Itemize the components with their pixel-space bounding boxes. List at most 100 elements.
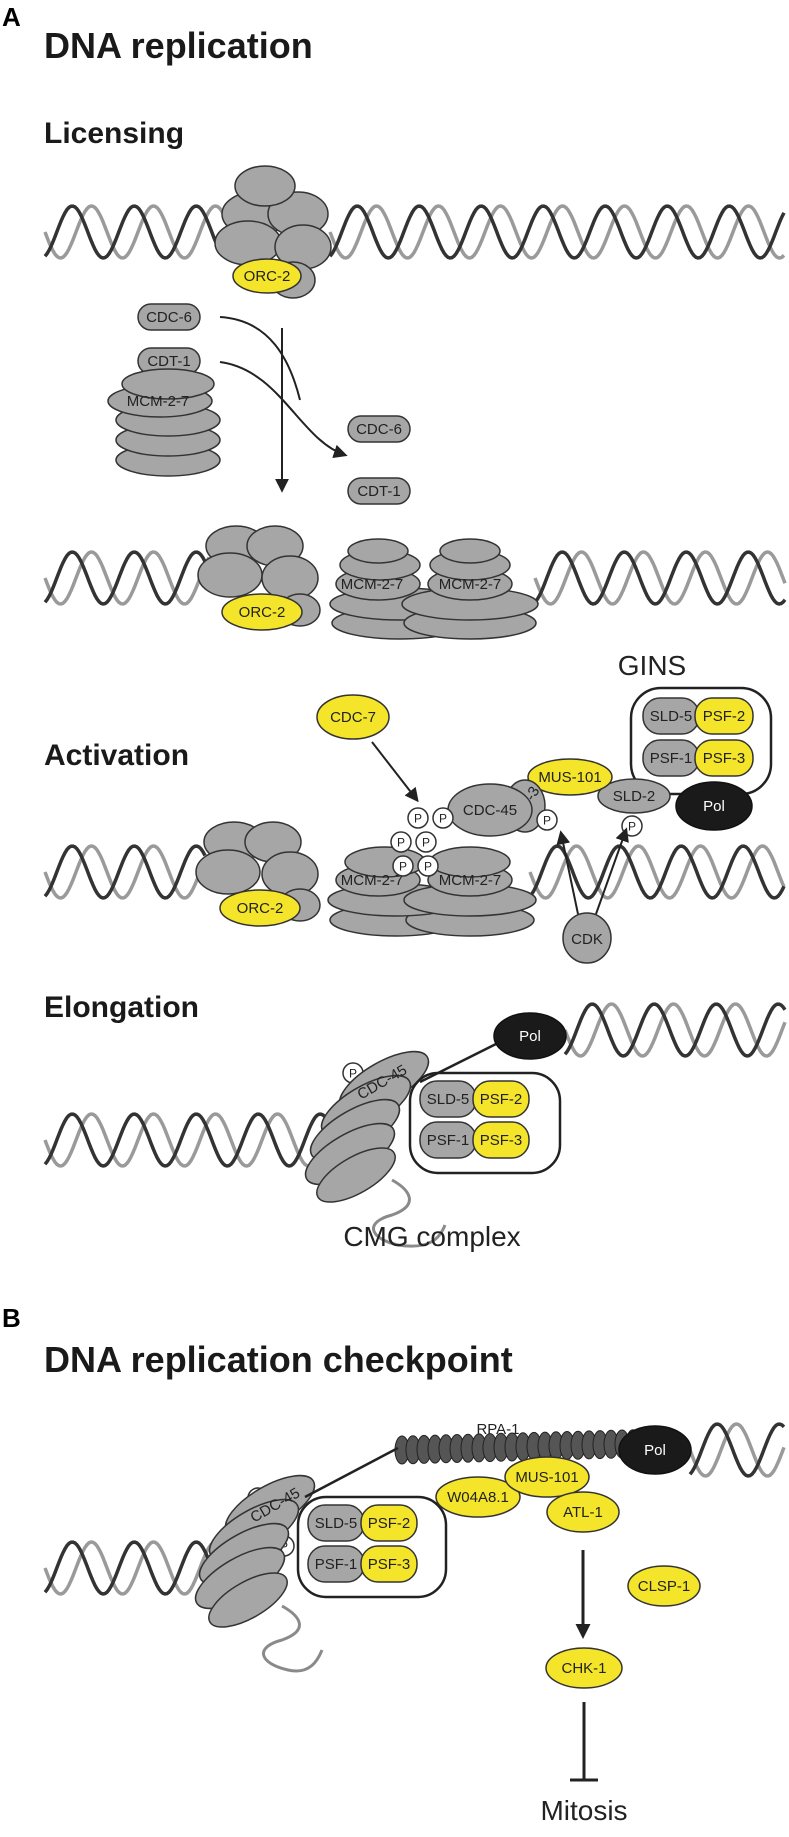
gins-label: GINS <box>618 650 686 681</box>
licensing-heading: Licensing <box>44 117 184 150</box>
orc2-label: ORC-2 <box>244 268 291 285</box>
mcm-double-hexamer-licensed: MCM-2-7 MCM-2-7 <box>329 538 539 640</box>
mitosis-label: Mitosis <box>540 1795 627 1826</box>
cdc7-label: CDC-7 <box>330 709 376 726</box>
phosphate-icon: P <box>536 809 558 831</box>
chk1-label: CHK-1 <box>561 1660 606 1677</box>
inhibition-bar-icon <box>570 1702 598 1782</box>
cdc45-label: CDC-45 <box>463 802 517 819</box>
sld5-label: SLD-5 <box>650 708 693 725</box>
phosphate-label: P <box>424 860 432 874</box>
pol-checkpoint-label: Pol <box>644 1442 666 1459</box>
dna-licensed-left-strand-dark <box>43 550 211 606</box>
cdt1-label: CDT-1 <box>147 353 190 370</box>
orc-complex-licensed: ORC-2 <box>197 525 321 631</box>
phosphate-icon: P <box>415 831 437 853</box>
clsp1-protein: CLSP-1 <box>627 1565 701 1607</box>
dna-activation-right-strand-light <box>528 844 786 900</box>
w04a8-protein: W04A8.1 <box>435 1476 521 1518</box>
mcm-right-activation-label: MCM-2-7 <box>439 872 502 889</box>
phosphate-icon: P <box>390 831 412 853</box>
mus101-activation: MUS-101 <box>527 758 613 796</box>
cmg-complex-elongation: CDC-45 SLD-5 PSF-1 PSF-2 PSF-3 <box>304 1036 562 1248</box>
cdc45-activation: CDC-45 <box>447 783 533 837</box>
clsp1-label: CLSP-1 <box>638 1578 691 1595</box>
panel-b-letter: B <box>2 1303 21 1333</box>
pol-activation: Pol <box>675 781 753 831</box>
pol-checkpoint: Pol <box>618 1425 692 1475</box>
sld5-checkpoint-label: SLD-5 <box>315 1515 358 1532</box>
dna-licensing-left-strand-light <box>43 204 225 260</box>
phosphate-label: P <box>399 860 407 874</box>
orc2-activation-label: ORC-2 <box>237 900 284 917</box>
cdc6-released-label: CDC-6 <box>356 421 402 438</box>
psf3-label: PSF-3 <box>703 750 746 767</box>
gins-complex: SLD-5 PSF-1 PSF-2 PSF-3 <box>629 686 773 796</box>
dna-helix-layer <box>43 204 787 1596</box>
mus101-checkpoint-label: MUS-101 <box>515 1469 578 1486</box>
dna-activation-right-strand-dark <box>528 844 786 900</box>
cdk-kinase: CDK <box>562 912 612 964</box>
mcm-left-activation-label: MCM-2-7 <box>341 872 404 889</box>
mus101-label: MUS-101 <box>538 769 601 786</box>
chk1-kinase: CHK-1 <box>545 1647 623 1689</box>
psf3-checkpoint-label: PSF-3 <box>368 1556 411 1573</box>
dna-licensing-right-strand-dark <box>328 204 786 260</box>
phosphate-label: P <box>628 820 636 834</box>
cdt1-released: CDT-1 <box>347 477 411 505</box>
cdt1-released-label: CDT-1 <box>357 483 400 500</box>
cdc7-arrow <box>371 741 419 803</box>
sld2-label: SLD-2 <box>613 788 656 805</box>
dna-activation-left-strand-dark <box>43 844 207 900</box>
psf2-checkpoint-label: PSF-2 <box>368 1515 411 1532</box>
orc2-licensed-label: ORC-2 <box>239 604 286 621</box>
sld2-protein: SLD-2 <box>597 778 671 814</box>
dna-elongation-right-strand-light <box>563 1002 787 1058</box>
orc-complex-top: ORC-2 <box>214 165 332 299</box>
psf1-label: PSF-1 <box>650 750 693 767</box>
phosphate-label: P <box>422 836 430 850</box>
w04a8-label: W04A8.1 <box>447 1489 509 1506</box>
mcm-double-hexamer-activation: MCM-2-7 MCM-2-7 <box>327 846 537 937</box>
dna-licensed-right-strand-light <box>533 550 787 606</box>
dna-checkpoint-left-strand-dark <box>43 1540 230 1596</box>
cdk-label: CDK <box>571 931 603 948</box>
pol-label: Pol <box>703 798 725 815</box>
atl1-kinase: ATL-1 <box>546 1491 620 1533</box>
dna-checkpoint-left-strand-light <box>43 1540 231 1596</box>
phosphate-icon: P <box>407 807 429 829</box>
phosphate-label: P <box>414 812 422 826</box>
mcm-right-label: MCM-2-7 <box>439 576 502 593</box>
mcm-label: MCM-2-7 <box>127 393 190 410</box>
phosphate-label: P <box>543 814 551 828</box>
cmg-complex-checkpoint: CDC-45 SLD-5 PSF-1 PSF-2 PSF-3 <box>194 1446 448 1673</box>
phosphate-label: P <box>349 1067 357 1081</box>
phosphate-label: P <box>439 812 447 826</box>
cdt1-protein: CDT-1 <box>137 347 201 375</box>
phosphate-label: P <box>397 836 405 850</box>
pol-elongation: Pol <box>493 1012 567 1060</box>
dna-licensed-left-strand-light <box>43 550 211 606</box>
cdc6-label: CDC-6 <box>146 309 192 326</box>
psf1-elongation-label: PSF-1 <box>427 1132 470 1149</box>
pol-elongation-label: Pol <box>519 1028 541 1045</box>
panel-b-title: DNA replication checkpoint <box>44 1339 513 1380</box>
sld5-elongation-label: SLD-5 <box>427 1091 470 1108</box>
phosphate-icon: P <box>417 855 439 877</box>
dna-checkpoint-right-strand-light <box>688 1422 786 1478</box>
elongation-heading: Elongation <box>44 991 199 1024</box>
dna-licensed-right-strand-dark <box>533 550 787 606</box>
dna-activation-left-strand-light <box>43 844 207 900</box>
cdc7-kinase: CDC-7 <box>316 694 390 740</box>
mcm-stack: MCM-2-7 <box>107 368 221 477</box>
activation-heading: Activation <box>44 739 189 772</box>
rpa1-label: RPA-1 <box>476 1421 519 1438</box>
panel-a-letter: A <box>2 2 21 32</box>
cdc6-released: CDC-6 <box>347 415 411 443</box>
atl1-label: ATL-1 <box>563 1504 603 1521</box>
psf2-label: PSF-2 <box>703 708 746 725</box>
mus101-checkpoint: MUS-101 <box>504 1456 590 1498</box>
cdc6-protein: CDC-6 <box>137 303 201 331</box>
cmg-complex-label: CMG complex <box>343 1221 520 1252</box>
